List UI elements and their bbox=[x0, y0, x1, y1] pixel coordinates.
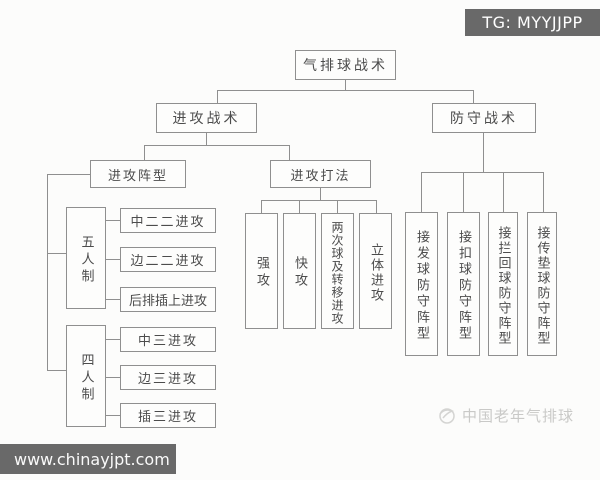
connector bbox=[106, 299, 120, 300]
connector bbox=[106, 339, 120, 340]
connector bbox=[47, 174, 48, 370]
connector bbox=[106, 220, 120, 221]
node-backrow-insert-attack: 后排插上进攻 bbox=[120, 287, 216, 312]
node-side-22-attack: 边二二进攻 bbox=[120, 247, 216, 272]
node-second-ball-transfer-attack: 两次球及转移进攻 bbox=[321, 213, 354, 329]
node-quick-attack: 快攻 bbox=[283, 213, 316, 329]
node-five-person-system: 五人制 bbox=[66, 207, 106, 309]
node-four-person-system: 四人制 bbox=[66, 325, 106, 427]
connector bbox=[345, 80, 346, 91]
connector bbox=[144, 145, 145, 160]
watermark: 中国老年气排球 bbox=[437, 404, 574, 426]
connector bbox=[47, 253, 66, 254]
node-side-3-attack: 边三进攻 bbox=[120, 365, 216, 390]
node-attack-methods: 进攻打法 bbox=[270, 160, 371, 188]
connector bbox=[299, 200, 300, 213]
connector bbox=[106, 415, 120, 416]
node-power-attack: 强攻 bbox=[245, 213, 278, 329]
node-insert-3-attack: 插三进攻 bbox=[120, 403, 216, 428]
connector bbox=[483, 133, 484, 172]
connector bbox=[320, 188, 321, 200]
node-three-dimensional-attack: 立体进攻 bbox=[359, 213, 392, 329]
connector bbox=[47, 174, 90, 175]
connector bbox=[261, 200, 376, 201]
connector bbox=[206, 133, 207, 145]
connector bbox=[144, 145, 289, 146]
connector bbox=[289, 145, 290, 160]
connector bbox=[217, 90, 218, 103]
connector bbox=[47, 370, 66, 371]
connector bbox=[337, 200, 338, 213]
connector bbox=[463, 172, 464, 212]
connector bbox=[503, 172, 504, 212]
node-pass-dig-defense: 接传垫球防守阵型 bbox=[527, 212, 557, 356]
connector bbox=[473, 90, 474, 103]
node-serve-receive-defense: 接发球防守阵型 bbox=[405, 212, 438, 356]
node-center-3-attack: 中三进攻 bbox=[120, 327, 216, 352]
node-defense-tactics: 防守战术 bbox=[432, 103, 536, 133]
node-spike-receive-defense: 接扣球防守阵型 bbox=[447, 212, 480, 356]
connector bbox=[421, 172, 543, 173]
connector bbox=[543, 172, 544, 212]
connector bbox=[106, 259, 120, 260]
connector bbox=[376, 200, 377, 213]
node-root: 气排球战术 bbox=[295, 50, 396, 80]
node-center-22-attack: 中二二进攻 bbox=[120, 208, 216, 233]
connector bbox=[261, 200, 262, 213]
node-attack-tactics: 进攻战术 bbox=[156, 103, 257, 133]
connector bbox=[106, 377, 120, 378]
node-block-rebound-defense: 接拦回球防守阵型 bbox=[488, 212, 518, 356]
tg-badge: TG: MYYJJPP bbox=[465, 9, 600, 36]
node-attack-formation: 进攻阵型 bbox=[90, 160, 186, 188]
senior-volleyball-logo-icon bbox=[437, 406, 457, 424]
connector bbox=[217, 90, 474, 91]
site-url-bar: www.chinayjpt.com bbox=[0, 444, 176, 474]
connector bbox=[421, 172, 422, 212]
watermark-text: 中国老年气排球 bbox=[462, 406, 575, 425]
